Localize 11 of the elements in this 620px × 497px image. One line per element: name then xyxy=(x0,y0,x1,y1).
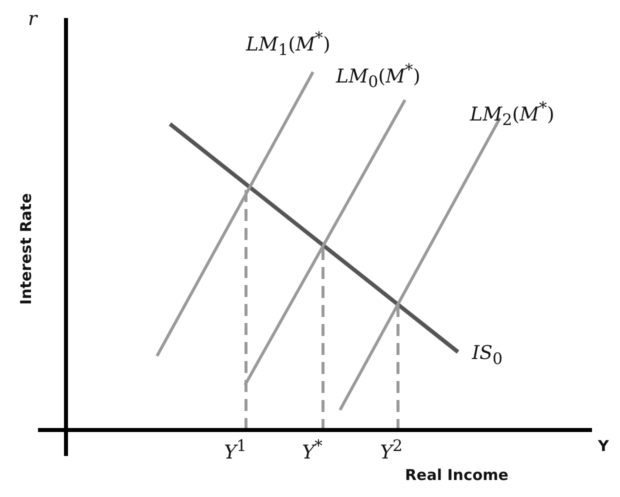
axis-label: r xyxy=(28,8,38,30)
curve-label: LM$_{1}$(M$^{*}$) xyxy=(246,28,330,60)
axis-label: Y xyxy=(598,437,609,455)
axis-title: Real Income xyxy=(405,466,508,484)
curve-label: IS$_{0}$ xyxy=(472,342,503,368)
curve-label: LM$_{2}$(M$^{*}$) xyxy=(470,98,554,130)
tick-label: Y$^{1}$ xyxy=(224,436,247,464)
axis-title: Interest Rate xyxy=(16,193,35,305)
tick-label: Y$^{2}$ xyxy=(380,436,403,464)
tick-label: Y$^{*}$ xyxy=(302,436,322,464)
curve-label: LM$_{0}$(M$^{*}$) xyxy=(336,60,420,92)
